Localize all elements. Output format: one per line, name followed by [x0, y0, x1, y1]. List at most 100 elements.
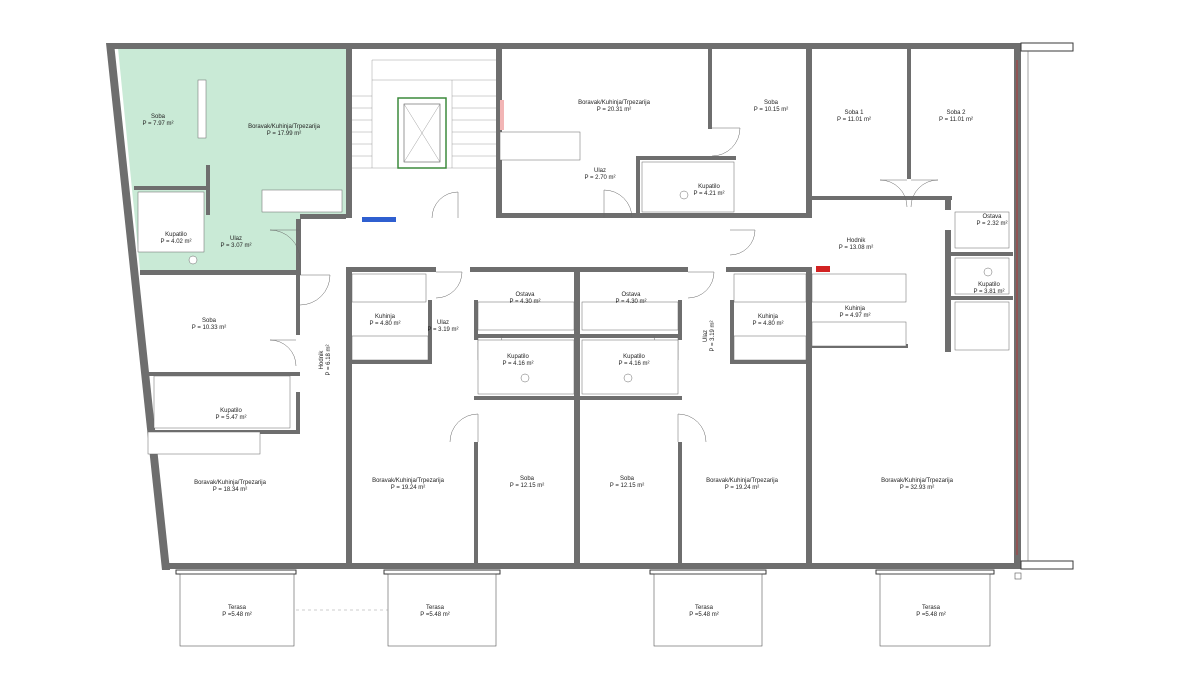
room-area: P = 4.30 m²	[615, 299, 646, 305]
terraces	[175, 569, 995, 647]
room-name: Ulaz	[703, 330, 709, 342]
room-name: Boravak/Kuhinja/Trpezarija	[372, 478, 444, 484]
room-area: P = 4.16 m²	[618, 361, 649, 367]
room-area: P = 2.70 m²	[584, 175, 615, 181]
room-name: Soba 1	[844, 110, 864, 116]
room-name: Ulaz	[594, 168, 606, 174]
room-area: P = 19.24 m²	[725, 485, 759, 491]
room-name: Kuhinja	[845, 306, 866, 312]
room-name: Terasa	[426, 605, 445, 611]
room-area: P = 4.02 m²	[160, 239, 191, 245]
room-area: P = 6.18 m²	[326, 344, 332, 375]
room-area: P = 5.47 m²	[215, 415, 246, 421]
room-area: P =5.48 m²	[420, 612, 449, 618]
room-name: Ulaz	[230, 236, 242, 242]
elevator-shaft	[397, 97, 447, 169]
room-area: P = 11.01 m²	[939, 117, 973, 123]
room-area: P = 18.34 m²	[213, 487, 247, 493]
room-name: Boravak/Kuhinja/Trpezarija	[248, 124, 320, 130]
room-name: Soba	[151, 114, 166, 120]
room-name: Soba 2	[946, 110, 966, 116]
room-name: Soba	[620, 476, 635, 482]
room-area: P =5.48 m²	[916, 612, 945, 618]
room-area: P = 13.08 m²	[839, 245, 873, 251]
room-name: Ulaz	[437, 320, 449, 326]
room-area: P = 3.19 m²	[710, 320, 716, 351]
room-area: P = 17.99 m²	[267, 131, 301, 137]
room-area: P = 3.81 m²	[973, 289, 1004, 295]
room-area: P =5.48 m²	[222, 612, 251, 618]
room-area: P = 4.80 m²	[752, 321, 783, 327]
room-name: Ostava	[621, 292, 641, 298]
fixtures	[137, 79, 1010, 455]
room-area: P = 4.80 m²	[369, 321, 400, 327]
room-area: P = 10.33 m²	[192, 325, 226, 331]
room-area: P = 19.24 m²	[391, 485, 425, 491]
room-name: Hodnik	[847, 238, 867, 244]
room-name: Ostava	[515, 292, 535, 298]
room-area: P = 12.15 m²	[510, 483, 544, 489]
room-name: Ostava	[982, 214, 1002, 220]
room-name: Kupatilo	[507, 354, 529, 360]
room-name: Soba	[202, 318, 217, 324]
room-name: Terasa	[695, 605, 714, 611]
room-area: P = 4.97 m²	[839, 313, 870, 319]
stair-core	[352, 59, 496, 222]
room-area: P = 10.15 m²	[754, 107, 788, 113]
room-label: Soba 2P = 11.01 m²	[939, 110, 973, 123]
room-area: P = 32.93 m²	[900, 485, 934, 491]
room-name: Terasa	[228, 605, 247, 611]
room-name: Boravak/Kuhinja/Trpezarija	[194, 480, 266, 486]
room-area: P = 4.16 m²	[502, 361, 533, 367]
room-area: P = 11.01 m²	[837, 117, 871, 123]
room-name: Kupatilo	[623, 354, 645, 360]
room-name: Kupatilo	[698, 184, 720, 190]
room-area: P = 2.32 m²	[976, 221, 1007, 227]
room-name: Soba	[520, 476, 535, 482]
room-name: Soba	[764, 100, 779, 106]
room-area: P = 3.07 m²	[220, 243, 251, 249]
room-area: P =5.48 m²	[689, 612, 718, 618]
room-area: P = 4.30 m²	[509, 299, 540, 305]
room-name: Terasa	[922, 605, 941, 611]
room-area: P = 12.15 m²	[610, 483, 644, 489]
room-name: Kupatilo	[220, 408, 242, 414]
room-label: Soba 1P = 11.01 m²	[837, 110, 871, 123]
room-name: Hodnik	[319, 350, 325, 370]
stair-landing-marker	[362, 217, 396, 222]
room-name: Boravak/Kuhinja/Trpezarija	[706, 478, 778, 484]
